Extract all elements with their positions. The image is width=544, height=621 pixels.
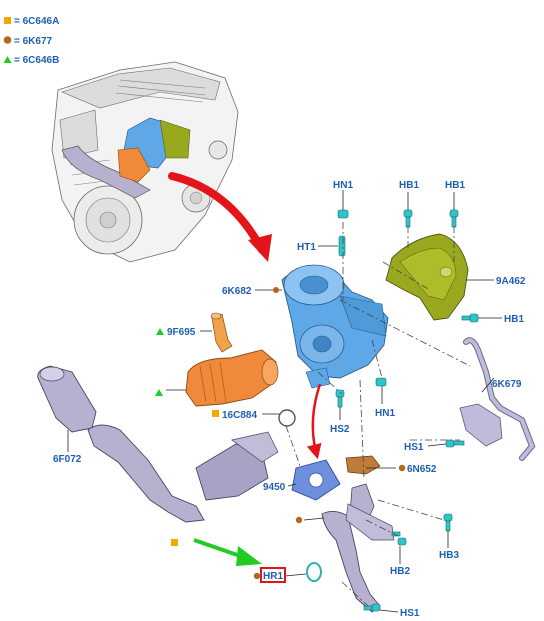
- hr1-highlight-box: [260, 567, 286, 583]
- marker-6k677-return: [295, 516, 303, 524]
- label-6k679: 6K679: [492, 379, 522, 390]
- label-hs1-right: HS1: [404, 442, 424, 453]
- nut-hn1-top: [337, 209, 349, 219]
- callout-markers: [155, 287, 406, 580]
- red-callout-arrowhead: [248, 234, 272, 262]
- heat-shield-9a462: [385, 233, 469, 321]
- label-hn1-top: HN1: [333, 180, 353, 191]
- red-direction-arrow: [306, 383, 322, 460]
- legend-item-6c646a: = 6C646A: [14, 16, 59, 27]
- screw-hs1-right: [445, 439, 455, 448]
- label-9450: 9450: [263, 482, 286, 493]
- label-hb1-a: HB1: [399, 180, 419, 191]
- exhaust-downpipe-6f072: [37, 365, 279, 523]
- bolt-hb1-shield: [469, 313, 479, 323]
- legend-item-6k677: = 6K677: [14, 36, 53, 47]
- intake-elbow-9f695: [210, 312, 233, 353]
- gasket-9450: [291, 459, 341, 501]
- label-hb1-shield: HB1: [504, 314, 524, 325]
- legend-square-marker: [4, 17, 11, 24]
- leader-lines: [67, 190, 502, 613]
- label-ht1: HT1: [297, 242, 316, 253]
- marker-6c646a-16c884: [212, 410, 219, 417]
- label-hb3: HB3: [439, 550, 459, 561]
- stud-ht1: [338, 235, 346, 257]
- marker-6k677-6n652: [398, 464, 406, 472]
- legend-circle-marker: [3, 36, 12, 44]
- bolt-hb1-a: [403, 209, 413, 218]
- label-hs2: HS2: [330, 424, 350, 435]
- assembly-centerlines: [285, 222, 471, 607]
- marker-6k677-hr1: [253, 572, 261, 580]
- oil-feed-pipe-6k679: [459, 337, 536, 461]
- engine-overview-illustration: [51, 61, 239, 263]
- o-ring-hr1: [306, 562, 322, 582]
- bolt-hb1-b: [449, 209, 459, 218]
- label-hn1-bottom: HN1: [375, 408, 395, 419]
- green-pointer-arrowhead: [236, 546, 262, 566]
- part-labels: HN1 HB1 HB1 HT1 6K682 9A462 HB1 9F695 6K…: [53, 180, 526, 619]
- marker-6c646a-exhaust: [171, 539, 178, 546]
- screw-hs2: [335, 389, 345, 398]
- label-6k682: 6K682: [222, 286, 252, 297]
- legend-triangle-marker: [3, 56, 12, 63]
- label-hr1: HR1: [263, 571, 283, 582]
- label-hb2: HB2: [390, 566, 410, 577]
- marker-6c646b-intake: [155, 389, 163, 396]
- label-6n652: 6N652: [407, 464, 437, 475]
- bolt-hb2: [397, 537, 407, 546]
- label-9a462: 9A462: [496, 276, 526, 287]
- marker-6k677-turbo: [273, 287, 279, 293]
- label-6f072: 6F072: [53, 454, 82, 465]
- screw-hs1-bottom: [371, 603, 381, 612]
- turbocharger-6k682: [281, 264, 389, 389]
- fasteners: [335, 209, 479, 612]
- gasket-ring-16c884: [278, 409, 296, 427]
- label-hb1-b: HB1: [445, 180, 465, 191]
- legend: = 6C646A = 6K677 = 6C646B: [3, 16, 59, 66]
- red-callout-arrow: [168, 172, 266, 254]
- nut-hn1-bottom: [375, 377, 387, 387]
- bolt-hb3: [443, 513, 453, 522]
- label-16c884: 16C884: [222, 410, 257, 421]
- label-9f695: 9F695: [167, 327, 196, 338]
- oil-return-pipe: [321, 483, 395, 613]
- intake-pipe-assembly: [185, 349, 279, 407]
- label-hs1-bottom: HS1: [400, 608, 420, 619]
- legend-item-6c646b: = 6C646B: [14, 55, 59, 66]
- marker-6c646b-9f695: [156, 328, 164, 335]
